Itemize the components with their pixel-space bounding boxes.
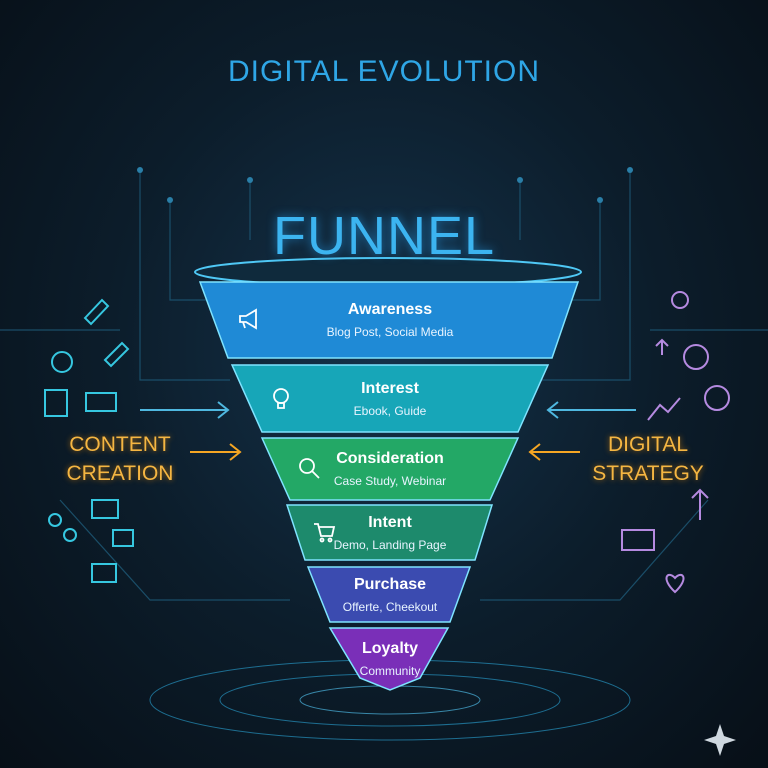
label-line: STRATEGY	[592, 462, 704, 485]
stage-subtitle: Community	[359, 664, 421, 678]
stage-title: Loyalty	[361, 640, 418, 657]
magnifier-icon	[298, 457, 322, 486]
label-line: CONTENT	[69, 433, 171, 456]
funnel-heading: FUNNEL	[272, 206, 496, 266]
sparkle-icon	[704, 724, 736, 756]
stage-subtitle: Case Study, Webinar	[333, 474, 447, 488]
lightbulb-icon	[270, 387, 294, 416]
cart-icon	[313, 521, 337, 550]
funnel-stage-loyalty	[328, 627, 450, 691]
funnel-stage-interest	[230, 364, 550, 433]
stage-subtitle: Ebook, Guide	[353, 403, 427, 418]
stage-title: Interest	[361, 379, 419, 397]
stage-title: Awareness	[347, 301, 433, 318]
stage-subtitle: Blog Post, Social Media	[326, 325, 454, 339]
funnel-shapes	[198, 281, 580, 691]
stage-title: Purchase	[353, 575, 427, 593]
label-line: DIGITAL	[607, 433, 689, 456]
megaphone-icon	[236, 308, 260, 337]
funnel-stage-consideration	[260, 437, 520, 501]
funnel-stage-purchase	[306, 566, 472, 623]
stage-title: Intent	[368, 513, 412, 531]
left-icons	[44, 298, 134, 583]
stage-subtitle: Offerte, Cheekout	[342, 599, 438, 614]
arrows	[140, 401, 636, 419]
content-creation-label: CONTENT CREATION	[60, 430, 180, 488]
stage-subtitle: Demo, Landing Page	[333, 537, 447, 552]
funnel-stage-intent	[285, 504, 494, 561]
right-icons	[621, 291, 730, 594]
title: DIGITAL EVOLUTION	[227, 55, 541, 88]
label-line: CREATION	[66, 462, 174, 485]
stage-title: Consideration	[336, 450, 444, 467]
digital-strategy-label: DIGITAL STRATEGY	[588, 430, 708, 488]
funnel-stage-awareness	[198, 281, 580, 359]
